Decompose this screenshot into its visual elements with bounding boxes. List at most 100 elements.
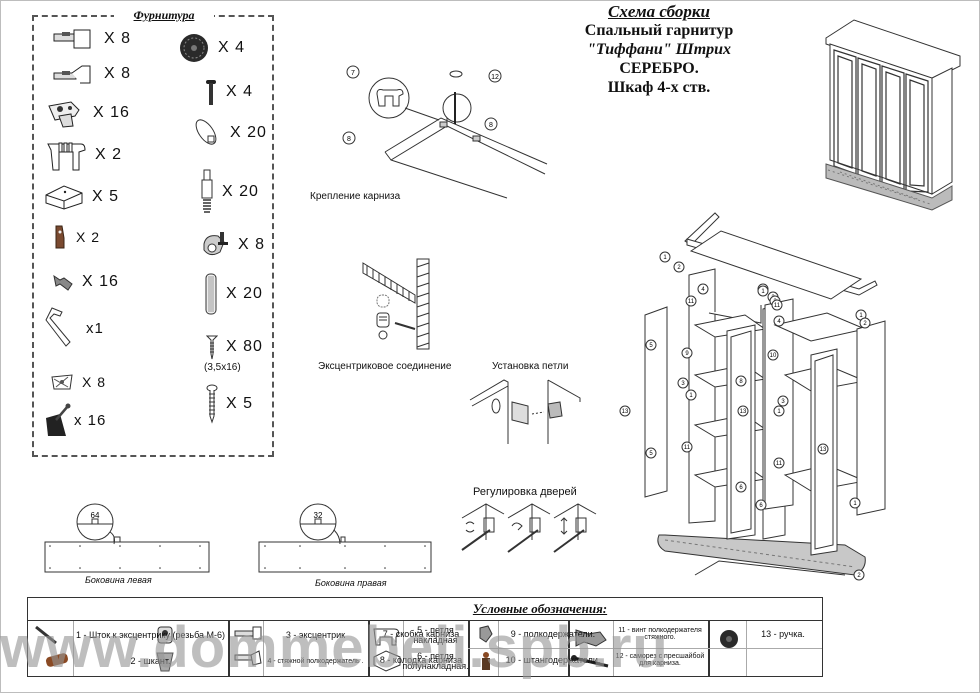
assembly-title-block: Схема сборки Спальный гарнитур "Тиффани"… (548, 2, 770, 97)
assembly-scheme-heading: Схема сборки (607, 2, 710, 21)
exploded-callout-circle (681, 441, 693, 453)
exploded-callout-circle (755, 499, 767, 511)
cornice-clip-icon (373, 628, 401, 672)
hardware-item: X 16 (52, 272, 119, 292)
legend-item-1: 1 - Шток к эксцентрику (резьба М-6) (75, 630, 226, 640)
exploded-callout-circle (771, 299, 783, 311)
exploded-callout-label: 13 (740, 409, 747, 415)
hardware-item: X 2 (45, 138, 122, 172)
exploded-callout-label: 8 (739, 379, 743, 385)
legend-item-2: 2 - шкант. (130, 656, 171, 666)
rod-icon (35, 625, 69, 667)
exploded-callout-circle (853, 569, 865, 581)
exploded-callout-circle (735, 481, 747, 493)
exploded-callout-circle (619, 405, 631, 417)
exploded-callout-circle (659, 251, 671, 263)
hardware-item: X 5 (44, 183, 119, 211)
hardware-item: X 5 (206, 384, 253, 424)
exploded-callout-circle (677, 377, 689, 389)
hardware-item: X 16 (45, 98, 130, 128)
eccentric-cam-icon (203, 232, 228, 256)
exploded-callout-label: 1 (761, 289, 765, 295)
hinge-half-overlay-icon (53, 65, 91, 84)
screw-size-note: (3,5x16) (204, 362, 241, 373)
callout-label: 7 (351, 70, 355, 77)
hardware-item: X 8 (52, 28, 131, 50)
shelf-support-screw-icon (53, 274, 73, 291)
hardware-qty: X 2 (76, 229, 101, 245)
hardware-box: Фурнитура (32, 8, 274, 457)
exploded-callout-circle (685, 295, 697, 307)
watermark: www.dommebeli.spb.ru (0, 615, 669, 680)
legend-item-7: 7 - скобка карниза (382, 629, 460, 639)
wardrobe-preview-illustration (825, 19, 961, 211)
exploded-callout-circle (737, 405, 749, 417)
exploded-callout-circle (685, 389, 697, 401)
exploded-callout-circle (817, 443, 829, 455)
hardware-qty: X 16 (93, 104, 130, 121)
hardware-item: X 8 (200, 230, 265, 260)
exploded-callout-label: 3 (781, 399, 785, 405)
hardware-qty: X 4 (226, 83, 254, 100)
exploded-callout-label: 6 (759, 503, 763, 509)
product-finish: СЕРЕБРО. (619, 60, 699, 77)
legend-item-5: 5 - петля накладная (413, 625, 458, 645)
exploded-callout-circle (735, 375, 747, 387)
product-type: Шкаф 4-х ств. (607, 79, 711, 96)
left-side-dimension: 64 (91, 511, 100, 520)
exploded-callout-label: 1 (663, 255, 667, 261)
exploded-callout-circle (645, 447, 657, 459)
cornice-mounting-caption: Крепление карниза (310, 191, 401, 202)
hardware-qty: X 80 (226, 338, 263, 355)
hardware-item: X 4 (178, 32, 245, 64)
exploded-callout-circle (673, 261, 685, 273)
eccentric-icon (156, 626, 174, 672)
callout-label: 8 (489, 122, 493, 129)
cornice-block-icon (45, 185, 83, 210)
exploded-callout-label: 2 (857, 573, 861, 579)
exploded-callout-label: 13 (622, 409, 629, 415)
long-screw-icon (206, 384, 218, 424)
exploded-callout-circle (757, 285, 769, 297)
cornice-mounting-diagram: 7 12 8 8 (342, 65, 548, 199)
cornice-clip-icon (47, 142, 86, 171)
knob-icon (720, 630, 738, 648)
hardware-item: X 80 (3,5x16) (204, 334, 263, 373)
exploded-wardrobe-diagram: 12411593113511126813124111031111361212 (619, 212, 886, 581)
exploded-callout-label: 11 (774, 303, 781, 309)
exploded-callout-circle (697, 283, 709, 295)
exploded-callout-label: 5 (649, 451, 653, 457)
corner-bracket-icon (46, 403, 71, 436)
exploded-callout-label: 6 (739, 485, 743, 491)
hardware-item: X 20 (200, 168, 259, 216)
hinge-icon (234, 626, 262, 666)
exploded-callout-circle (777, 395, 789, 407)
exploded-callout-circle (849, 497, 861, 509)
shelf-holder-icon (479, 625, 493, 670)
right-side-caption: Боковина правая (315, 578, 387, 588)
handle-screw-icon (206, 80, 216, 105)
hardware-item: x 16 (44, 402, 106, 438)
hardware-qty: X 5 (226, 395, 254, 412)
hardware-qty: X 8 (104, 30, 132, 47)
legend-item-10: 10 - штангодержатели. (505, 655, 601, 665)
hardware-item: X 20 (204, 272, 263, 316)
exploded-callout-label: 10 (770, 353, 777, 359)
exploded-callout-label: 1 (859, 313, 863, 319)
legend-item-11: 11 - винт полкодержателя стяжного. (618, 627, 702, 641)
hardware-qty: X 8 (104, 65, 132, 82)
back-panel-clip-icon (51, 374, 73, 390)
hardware-qty: X 5 (92, 188, 120, 205)
legend-item-13: 13 - ручка. (761, 629, 805, 639)
hinge-overlay-icon (53, 29, 91, 49)
exploded-callout-label: 9 (685, 351, 689, 357)
right-side-dimension: 32 (314, 511, 323, 520)
hardware-title: Фурнитура (114, 8, 214, 23)
knob-handle-icon (180, 34, 208, 62)
hardware-item: X 8 (52, 63, 131, 85)
legend-item-8: 8 - колодка карниза (379, 655, 463, 665)
hardware-item: X 20 (194, 116, 267, 150)
exploded-callout-label: 13 (820, 447, 827, 453)
callout-label: 8 (347, 136, 351, 143)
exploded-callout-circle (767, 349, 779, 361)
